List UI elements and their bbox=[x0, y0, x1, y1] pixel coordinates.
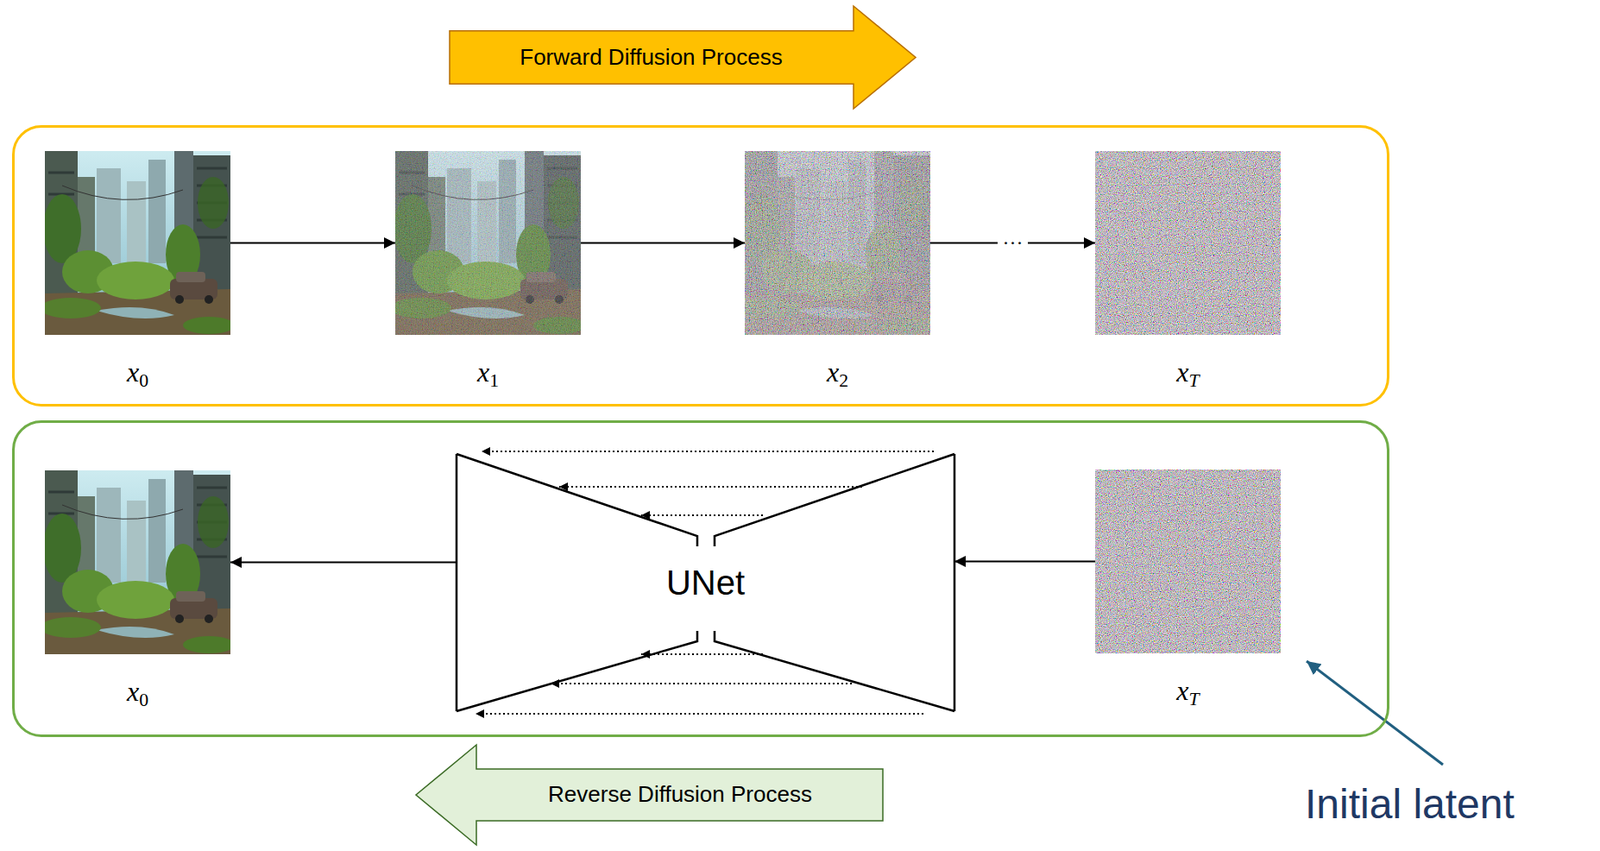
skip-connections bbox=[475, 451, 934, 714]
math-subscript: T bbox=[1189, 370, 1200, 391]
leader-line bbox=[1306, 661, 1443, 765]
math-variable: x bbox=[826, 356, 839, 388]
skip-arrow bbox=[481, 450, 934, 453]
stage-panel: x0x1x2xT bbox=[12, 125, 1390, 407]
image-frame: xT bbox=[1095, 151, 1281, 335]
callout-label: Initial latent bbox=[1304, 780, 1515, 828]
math-subscript: 2 bbox=[838, 370, 849, 391]
flow-arrow bbox=[580, 242, 745, 245]
noise-overlay bbox=[744, 151, 931, 335]
image-frame: x0 bbox=[44, 470, 231, 655]
unet-outline-path bbox=[456, 453, 955, 712]
pure-noise bbox=[1095, 151, 1281, 335]
math-label: x1 bbox=[477, 355, 499, 389]
noisy-image bbox=[740, 151, 935, 335]
image-frame: x0 bbox=[44, 151, 231, 335]
node-text: Reverse Diffusion Process bbox=[548, 781, 813, 808]
math-variable: x bbox=[126, 675, 139, 707]
math-variable: x bbox=[1176, 674, 1189, 706]
flow-arrow bbox=[230, 242, 396, 245]
math-variable: x bbox=[126, 356, 139, 388]
math-label: x0 bbox=[126, 674, 149, 708]
stage-panel: x0UNetxT bbox=[12, 420, 1390, 738]
math-label: x0 bbox=[126, 355, 149, 389]
pure-noise bbox=[1095, 469, 1281, 654]
clean-image bbox=[40, 470, 235, 655]
skip-arrow bbox=[641, 653, 763, 656]
unet-block: UNet bbox=[456, 453, 955, 712]
flow-arrow bbox=[230, 561, 457, 564]
image-frame: xT bbox=[1095, 469, 1281, 654]
math-label: xT bbox=[1176, 355, 1199, 389]
text-holder: x0 bbox=[44, 355, 231, 389]
text-holder: Forward Diffusion Process bbox=[448, 5, 854, 110]
image-frame: x1 bbox=[395, 151, 581, 335]
node-text: UNet bbox=[666, 561, 745, 604]
text-holder: x1 bbox=[395, 355, 581, 389]
node-text: Forward Diffusion Process bbox=[519, 44, 782, 71]
clean-image bbox=[40, 151, 235, 335]
math-subscript: 0 bbox=[138, 370, 149, 391]
arrow-outline-path bbox=[415, 744, 883, 845]
text-holder: Reverse Diffusion Process bbox=[476, 743, 884, 846]
math-variable: x bbox=[477, 356, 490, 388]
math-label: xT bbox=[1176, 674, 1199, 707]
math-variable: x bbox=[1176, 356, 1189, 388]
noisy-image bbox=[390, 151, 586, 335]
skip-arrow bbox=[550, 682, 852, 685]
arrow-outline-path bbox=[449, 6, 916, 109]
text-holder: xT bbox=[1095, 355, 1281, 389]
skip-arrow bbox=[559, 485, 863, 488]
math-subscript: 1 bbox=[489, 370, 499, 391]
text-holder: UNet bbox=[456, 453, 955, 712]
image-frame: x2 bbox=[744, 151, 931, 335]
edge-label: ··· bbox=[1002, 230, 1024, 256]
noise-overlay bbox=[395, 151, 581, 335]
text-holder: xT bbox=[1095, 674, 1281, 707]
flow-arrow bbox=[954, 560, 1096, 563]
math-label: x2 bbox=[826, 355, 849, 389]
process-arrow: Reverse Diffusion Process bbox=[415, 743, 884, 846]
skip-arrow bbox=[641, 514, 763, 517]
edge-label-patch: ··· bbox=[997, 230, 1029, 256]
math-subscript: T bbox=[1189, 688, 1200, 710]
process-arrow: Forward Diffusion Process bbox=[448, 5, 917, 110]
label-holder: Initial latent bbox=[1304, 780, 1515, 828]
text-holder: x2 bbox=[744, 355, 931, 389]
text-holder: x0 bbox=[44, 674, 231, 708]
skip-arrow bbox=[475, 712, 924, 715]
math-subscript: 0 bbox=[138, 689, 149, 711]
